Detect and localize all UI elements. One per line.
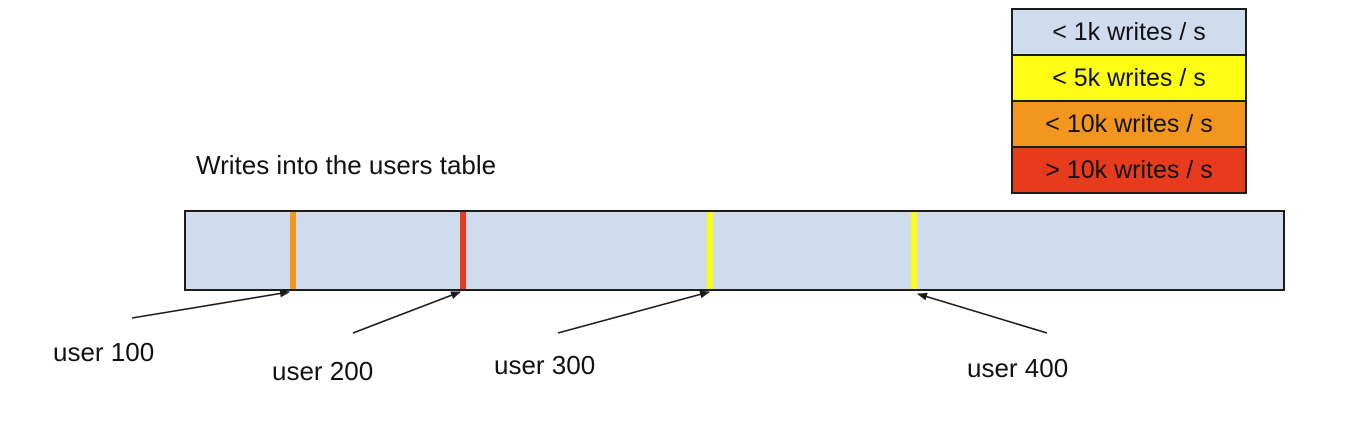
write-hotspot-user-200 — [460, 212, 466, 289]
legend-item-label: > 10k writes / s — [1045, 155, 1213, 184]
legend-item-lt-1k: < 1k writes / s — [1011, 8, 1247, 56]
diagram-title: Writes into the users table — [196, 150, 497, 180]
users-table-bar — [184, 210, 1285, 291]
user-300-label: user 300 — [494, 350, 596, 380]
write-hotspot-user-400 — [911, 212, 917, 289]
legend-item-label: < 10k writes / s — [1045, 109, 1213, 138]
write-hotspot-user-100 — [290, 212, 296, 289]
arrow-user-200 — [352, 291, 461, 334]
user-100-label: user 100 — [53, 337, 155, 367]
legend-item-lt-5k: < 5k writes / s — [1011, 54, 1247, 102]
write-hotspot-user-300 — [707, 212, 713, 289]
arrow-user-100 — [131, 289, 290, 319]
user-400-label: user 400 — [967, 353, 1069, 383]
legend-item-lt-10k: < 10k writes / s — [1011, 100, 1247, 148]
legend-item-label: < 1k writes / s — [1052, 17, 1206, 46]
user-200-label: user 200 — [272, 356, 374, 386]
arrow-user-300 — [557, 290, 710, 334]
arrow-user-400 — [917, 292, 1048, 334]
legend-item-gt-10k: > 10k writes / s — [1011, 146, 1247, 194]
legend-item-label: < 5k writes / s — [1052, 63, 1206, 92]
legend: < 1k writes / s < 5k writes / s < 10k wr… — [1011, 8, 1247, 194]
